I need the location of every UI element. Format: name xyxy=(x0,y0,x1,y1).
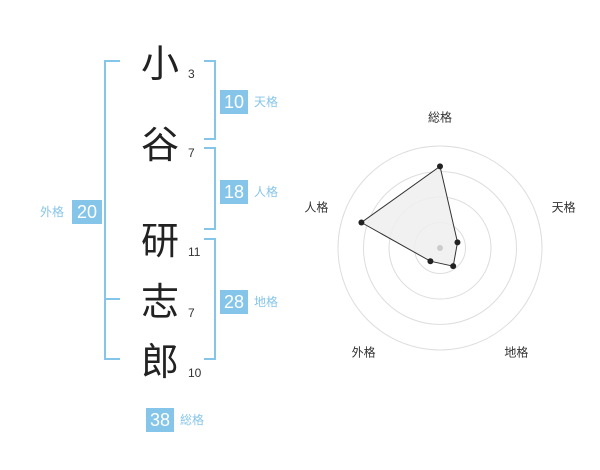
radar-axis-label-3: 地格 xyxy=(504,345,528,360)
name-char-3: 研 xyxy=(140,219,179,263)
chikaku-label: 地格 xyxy=(254,295,279,309)
name-char-4: 志 xyxy=(140,280,179,324)
gaikaku-value-badge: 20 xyxy=(72,200,102,224)
stroke-count-2: 7 xyxy=(188,146,195,160)
radar-axis-label-2: 天格 xyxy=(552,199,576,214)
jinkaku-label: 人格 xyxy=(254,185,279,199)
radar-point-5 xyxy=(358,219,365,226)
name-char-5: 郎 xyxy=(140,340,179,384)
jinkaku-value-badge: 18 xyxy=(220,180,248,204)
radar-area xyxy=(360,165,459,267)
radar-point-4 xyxy=(427,258,434,265)
stroke-count-3: 11 xyxy=(188,245,201,259)
tenkaku-label: 天格 xyxy=(254,95,279,109)
radar-point-3 xyxy=(450,263,457,270)
stroke-count-5: 10 xyxy=(188,366,202,380)
gaikaku-label: 外格 xyxy=(40,205,65,219)
tenkaku-value-badge: 10 xyxy=(220,90,248,114)
stroke-count-4: 7 xyxy=(188,306,195,320)
name-char-1: 小 xyxy=(140,42,179,86)
stroke-count-1: 3 xyxy=(188,67,195,81)
name-char-2: 谷 xyxy=(140,123,179,167)
radar-center-dot xyxy=(437,245,443,251)
radar-point-1 xyxy=(437,163,443,170)
radar-ring-4 xyxy=(337,145,543,351)
soukaku-label: 総格 xyxy=(180,413,205,427)
radar-axis-label-5: 人格 xyxy=(304,199,328,214)
radar-axis-label-1: 総格 xyxy=(428,110,452,125)
soukaku-value-badge: 38 xyxy=(146,408,174,432)
radar-axis-label-4: 外格 xyxy=(352,345,376,360)
chikaku-value-badge: 28 xyxy=(220,290,248,314)
radar-point-2 xyxy=(454,239,461,246)
